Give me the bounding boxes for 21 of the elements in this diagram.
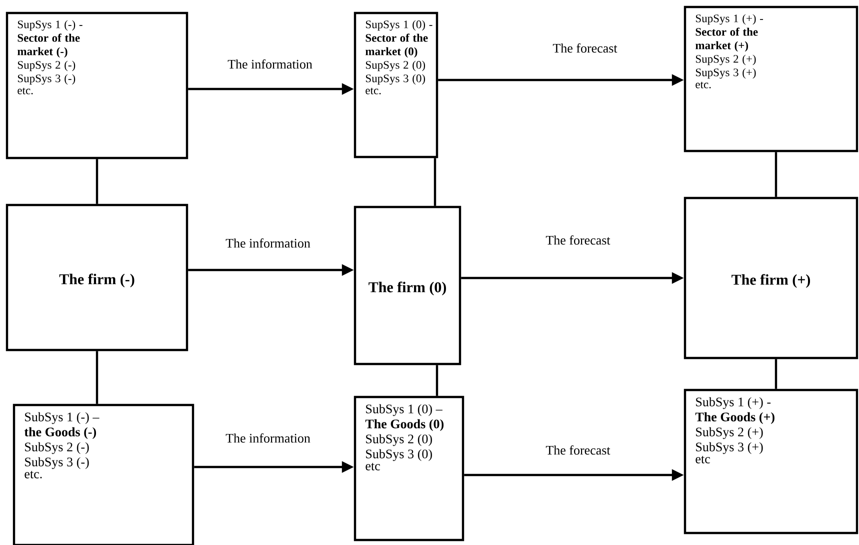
box: The firm (+): [684, 196, 858, 360]
connector-line: [96, 159, 98, 204]
box: SupSys 1 (+) - Sector of the market (+) SupSys 2 (+) SupSys 3 (+) etc.: [684, 6, 858, 152]
edge-label: The information: [224, 432, 312, 444]
edge-label: The information: [226, 58, 314, 70]
box: SubSys 1 (-) – the Goods (-) SubSys 2 (-) SubSys 3 (-) etc.: [12, 404, 194, 545]
connector-line: [436, 365, 438, 396]
edge-label: The information: [224, 237, 312, 249]
box: SupSys 1 (0) - Sector of the market (0) SupSys 2 (0) SupSys 3 (0) etc.: [354, 12, 438, 158]
box: The firm (0): [354, 206, 462, 366]
box: The firm (-): [6, 204, 188, 352]
box: SubSys 1 (0) – The Goods (0) SubSys 2 (0) SubSys 3 (0) etc: [354, 396, 464, 542]
box: SupSys 1 (-) - Sector of the market (-) SupSys 2 (-) SupSys 3 (-) etc.: [6, 12, 188, 160]
edge-label: The forecast: [544, 234, 612, 246]
connector-line: [96, 351, 98, 404]
box: SubSys 1 (+) - The Goods (+) SubSys 2 (+) SubSys 3 (+) etc: [684, 388, 858, 534]
connector-line: [434, 158, 436, 206]
connector-line: [774, 152, 778, 197]
connector-line: [774, 359, 778, 389]
edge-label: The forecast: [552, 42, 618, 54]
edge-label: The forecast: [544, 444, 612, 456]
